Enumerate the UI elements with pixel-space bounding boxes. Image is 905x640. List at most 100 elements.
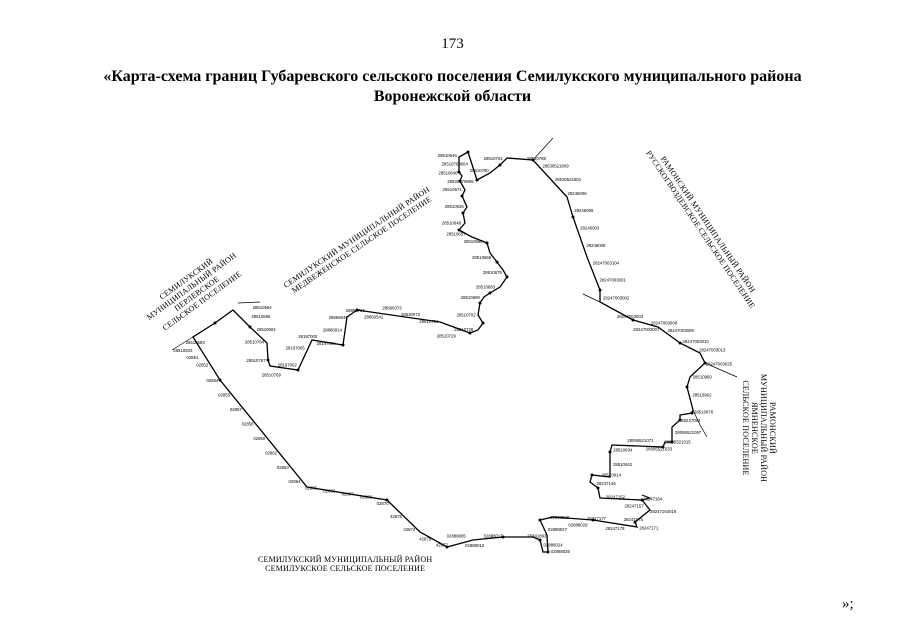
point-label: 28247164019 [650, 509, 677, 514]
point-label: 28510962 [692, 393, 712, 398]
boundary-vertex [501, 535, 505, 539]
point-label: 28510604 [257, 327, 277, 332]
point-label: 28510648 [442, 221, 462, 226]
point-label: 28247175 [624, 517, 644, 522]
point-label: 02855 [218, 393, 231, 398]
point-label: 28197000 [298, 334, 318, 339]
boundary-vertex [296, 368, 300, 372]
point-label: 28510671 [443, 187, 463, 192]
boundary-vertex [485, 241, 489, 245]
boundary-vertex [481, 321, 485, 325]
boundary-vertex [468, 331, 472, 335]
point-label: 28510729 [437, 333, 457, 338]
region-line: МУНИЦИПАЛЬНЫЙ РАЙОН [759, 373, 769, 483]
point-label: 28510769 [262, 372, 282, 377]
boundary-vertex [690, 411, 694, 415]
point-label: 28866846 [329, 315, 349, 320]
point-label: 28095521015 [664, 439, 691, 444]
point-label: 28510780 [470, 168, 490, 173]
point-label: 02860 [253, 436, 266, 441]
boundary-vertex [631, 318, 635, 322]
point-label: 02888017 [484, 534, 504, 539]
point-label: 02888027 [548, 527, 568, 532]
point-label: 28247003002 [603, 296, 630, 301]
boundary-vertex [590, 473, 594, 477]
point-label: 28247177 [587, 516, 607, 521]
point-label: 28197005 [286, 346, 306, 351]
boundary-vertex [213, 321, 217, 325]
point-label: 28510794 [419, 319, 439, 324]
point-label: 42877 [436, 542, 449, 547]
region-line: ЯМНЕНСКОЕ [750, 402, 760, 454]
point-label: 28510690 [461, 295, 481, 300]
point-label: 28247003003 [617, 314, 644, 319]
point-label: 02852 [196, 363, 209, 368]
point-label: 02888013 [465, 543, 485, 548]
point-label: 28510769604 [442, 161, 469, 166]
point-label: 02868 [360, 495, 373, 500]
closing-quote: »; [842, 596, 854, 612]
point-label: 28247003010 [683, 339, 710, 344]
point-label: 28510767 [246, 358, 266, 363]
boundary-vertex [703, 361, 707, 365]
boundary-vertex [445, 545, 449, 549]
point-label: 28510934 [613, 448, 633, 453]
point-label: 28510761 [484, 156, 504, 161]
point-label: 28530521809 [542, 163, 569, 168]
point-label: 28510503 [173, 348, 193, 353]
point-label: 28510660 [464, 239, 484, 244]
point-label: 28247003008 [651, 321, 678, 326]
point-label: 28095521097 [675, 430, 702, 435]
boundary-vertex [385, 498, 389, 502]
boundary-vertex [538, 538, 542, 542]
point-label: 28247003001 [600, 278, 627, 283]
point-label: 02870 [377, 501, 390, 506]
boundary-vertex [466, 150, 470, 154]
boundary-vertex [633, 520, 637, 524]
point-label: 28510646 [438, 153, 458, 158]
point-label: 42874 [403, 527, 416, 532]
external-boundary-line [171, 336, 194, 351]
boundary-vertex [546, 550, 550, 554]
point-label: 02858 [242, 421, 255, 426]
external-boundary-line [532, 137, 554, 161]
point-label: 28510976 [694, 410, 714, 415]
point-label: 02888029 [568, 522, 588, 527]
point-label: 28246005 [574, 208, 594, 213]
point-label: 28247003104 [593, 260, 620, 265]
point-label: 02865 [305, 486, 318, 491]
point-label: 28247003013 [699, 348, 726, 353]
external-boundary-line [704, 362, 738, 378]
point-label: 02864 [289, 479, 302, 484]
point-label: 28197014 [317, 341, 337, 346]
point-label: 28510728 [454, 327, 474, 332]
point-label: 02888026 [551, 549, 571, 554]
boundary-vertex [248, 325, 252, 329]
point-label: 28866914 [323, 327, 343, 332]
point-label: 28095521033 [646, 447, 673, 452]
boundary-vertex [488, 291, 492, 295]
point-label: 28510636 [445, 204, 465, 209]
point-label: 28866541 [364, 315, 384, 320]
point-label: 02854 [206, 378, 219, 383]
point-label: 02851 [186, 355, 199, 360]
boundary-vertex [640, 498, 644, 502]
point-label: 28510960 [693, 375, 713, 380]
boundary-vertex [538, 518, 542, 522]
point-label: 28510593 [186, 340, 206, 345]
point-label: 02888028 [550, 515, 570, 520]
document-title: «Карта-схема границ Губаревского сельско… [103, 68, 802, 105]
boundary-vertex [458, 179, 462, 183]
boundary-vertex [596, 486, 600, 490]
point-label: 28510942 [613, 462, 633, 467]
point-label: 02857 [230, 407, 243, 412]
boundary-vertex [475, 178, 479, 182]
point-label: 28510788 [527, 156, 547, 161]
point-label: 28510702 [457, 313, 477, 318]
point-label: 28866373 [383, 305, 403, 310]
boundary-vertex [457, 170, 461, 174]
point-label: 28247178 [605, 526, 625, 531]
boundary-vertex [355, 308, 359, 312]
settlement-boundary-line [192, 151, 706, 553]
